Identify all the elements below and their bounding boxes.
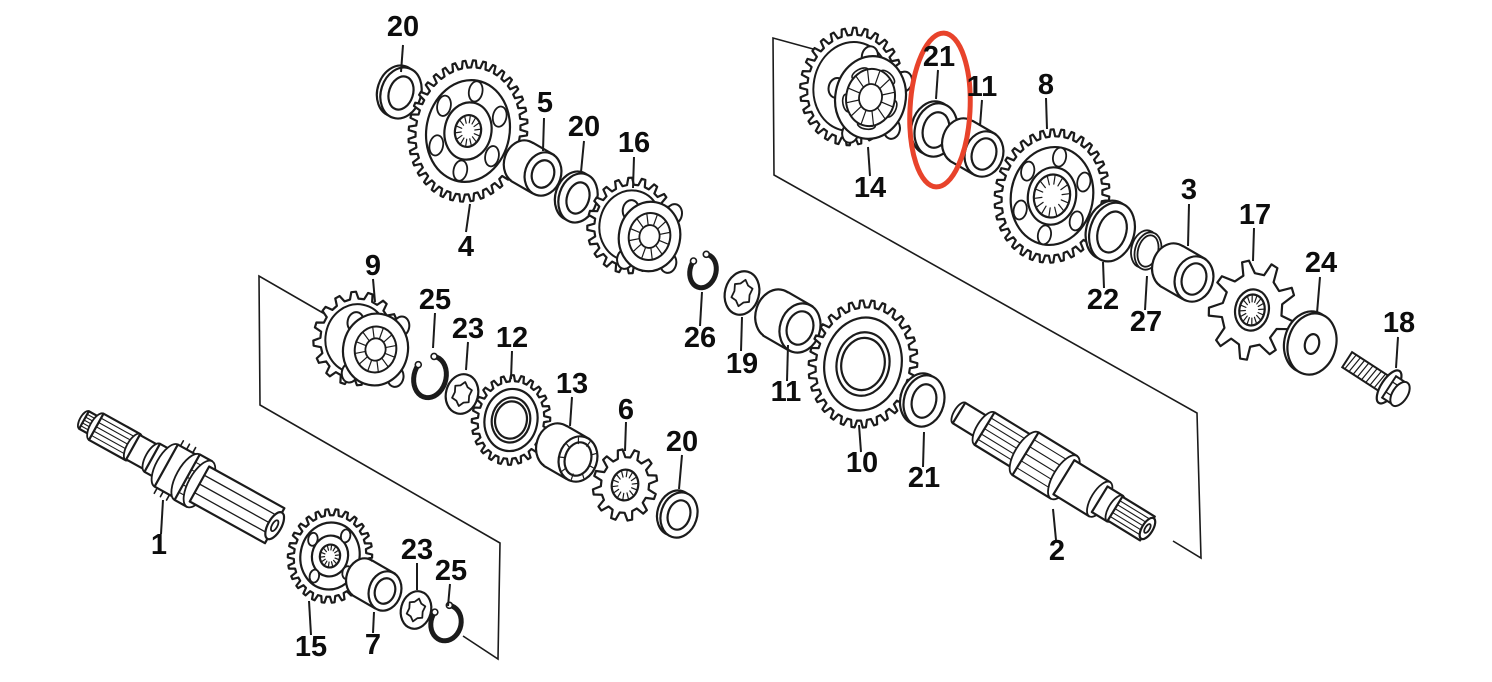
part-label-5[interactable]: 5 bbox=[537, 87, 553, 119]
part-label-16[interactable]: 16 bbox=[618, 127, 650, 159]
part-19-splined-washer bbox=[723, 270, 761, 316]
part-label-18[interactable]: 18 bbox=[1383, 307, 1415, 339]
part-label-17[interactable]: 17 bbox=[1239, 199, 1271, 231]
part-label-6[interactable]: 6 bbox=[618, 394, 634, 426]
leader-line-14 bbox=[867, 146, 871, 177]
part-label-13[interactable]: 13 bbox=[556, 368, 588, 400]
part-17-sprocket bbox=[1207, 259, 1296, 361]
leader-line-20b bbox=[580, 140, 585, 173]
part-24-washer bbox=[1282, 310, 1338, 376]
countershaft-group-bracket bbox=[772, 36, 1202, 560]
part-25b-snap-ring bbox=[428, 601, 464, 644]
part-label-15[interactable]: 15 bbox=[295, 631, 327, 663]
part-10-gear bbox=[807, 299, 919, 429]
mainshaft-group-bracket bbox=[258, 274, 501, 661]
part-18-bolt bbox=[1340, 350, 1411, 408]
part-20a-washer bbox=[375, 64, 423, 120]
part-3-bushing bbox=[1150, 242, 1215, 303]
part-1-shaft bbox=[77, 410, 286, 545]
part-11a-bushing bbox=[754, 288, 822, 354]
part-14-sleeve-gear bbox=[799, 26, 914, 147]
leader-line-8 bbox=[1045, 97, 1048, 130]
part-label-27[interactable]: 27 bbox=[1130, 306, 1162, 338]
leader-line-10 bbox=[858, 424, 862, 453]
part-9-sleeve-gear bbox=[312, 290, 411, 388]
part-label-26[interactable]: 26 bbox=[684, 322, 716, 354]
leader-line-6 bbox=[624, 421, 627, 452]
part-23a-splined-washer bbox=[444, 373, 480, 415]
leader-line-20c bbox=[678, 454, 683, 490]
part-16-sleeve-gear bbox=[586, 176, 684, 275]
leader-line-5 bbox=[542, 117, 545, 152]
part-label-11b[interactable]: 11 bbox=[967, 71, 998, 103]
part-20c-washer bbox=[655, 489, 699, 539]
part-label-25b[interactable]: 25 bbox=[435, 555, 467, 587]
part-label-2[interactable]: 2 bbox=[1049, 535, 1065, 567]
leader-line-21b bbox=[922, 431, 925, 468]
part-label-25a[interactable]: 25 bbox=[419, 284, 451, 316]
part-label-3[interactable]: 3 bbox=[1181, 174, 1197, 206]
part-label-20b[interactable]: 20 bbox=[568, 111, 600, 143]
part-label-21b[interactable]: 21 bbox=[908, 462, 940, 494]
part-label-11a[interactable]: 11 bbox=[771, 376, 802, 408]
leader-line-19 bbox=[740, 316, 743, 352]
part-21b-washer bbox=[898, 372, 946, 428]
part-6-gear bbox=[591, 448, 659, 522]
part-label-7[interactable]: 7 bbox=[365, 629, 381, 661]
part-label-21a[interactable]: 21 bbox=[923, 41, 955, 73]
part-label-9[interactable]: 9 bbox=[365, 250, 381, 282]
part-label-23a[interactable]: 23 bbox=[452, 313, 484, 345]
highlight-ellipse-part-21 bbox=[907, 30, 973, 190]
leader-line-22 bbox=[1102, 261, 1105, 289]
leader-line-27 bbox=[1144, 275, 1148, 311]
leader-line-13 bbox=[569, 396, 573, 427]
part-label-23b[interactable]: 23 bbox=[401, 534, 433, 566]
leader-line-11a bbox=[786, 344, 789, 382]
leader-line-15 bbox=[308, 600, 312, 636]
part-23b-splined-washer bbox=[399, 590, 433, 630]
part-label-20c[interactable]: 20 bbox=[666, 426, 698, 458]
part-label-19[interactable]: 19 bbox=[726, 348, 758, 380]
part-13-needle-bearing bbox=[534, 422, 599, 483]
part-label-22[interactable]: 22 bbox=[1087, 284, 1119, 316]
leader-line-2 bbox=[1052, 508, 1057, 541]
leader-line-7 bbox=[372, 611, 375, 634]
leader-line-25b bbox=[447, 583, 451, 607]
part-label-12[interactable]: 12 bbox=[496, 322, 528, 354]
part-4-gear bbox=[407, 59, 529, 203]
leader-line-21a bbox=[935, 69, 939, 100]
leader-line-16 bbox=[632, 156, 635, 189]
part-25a-snap-ring bbox=[411, 352, 449, 401]
part-27-thin-ring bbox=[1130, 229, 1163, 271]
leader-line-4 bbox=[465, 203, 471, 233]
leader-line-3 bbox=[1187, 203, 1190, 247]
part-12-gear bbox=[470, 374, 552, 466]
part-label-1[interactable]: 1 bbox=[151, 529, 167, 561]
leader-line-11b bbox=[979, 99, 983, 127]
leader-line-9 bbox=[372, 278, 376, 303]
leader-line-20a bbox=[400, 44, 404, 73]
part-label-24[interactable]: 24 bbox=[1305, 247, 1337, 279]
part-label-10[interactable]: 10 bbox=[846, 447, 878, 479]
leader-line-23a bbox=[465, 341, 469, 371]
part-2-shaft bbox=[950, 401, 1157, 542]
leader-line-12 bbox=[510, 350, 513, 380]
part-label-14[interactable]: 14 bbox=[854, 172, 886, 204]
leader-line-26 bbox=[699, 291, 703, 327]
part-label-20a[interactable]: 20 bbox=[387, 11, 419, 43]
part-label-8[interactable]: 8 bbox=[1038, 69, 1054, 101]
part-20b-washer bbox=[553, 170, 599, 224]
leader-line-24 bbox=[1316, 276, 1321, 314]
leader-line-18 bbox=[1395, 336, 1399, 369]
part-label-4[interactable]: 4 bbox=[458, 231, 474, 263]
leader-line-1 bbox=[160, 499, 164, 535]
part-26-snap-ring bbox=[687, 250, 719, 291]
part-22-washer bbox=[1084, 199, 1136, 263]
part-8-gear bbox=[993, 128, 1111, 264]
part-7-bushing bbox=[344, 557, 403, 612]
leader-line-25a bbox=[432, 312, 436, 349]
leader-line-17 bbox=[1252, 227, 1255, 262]
